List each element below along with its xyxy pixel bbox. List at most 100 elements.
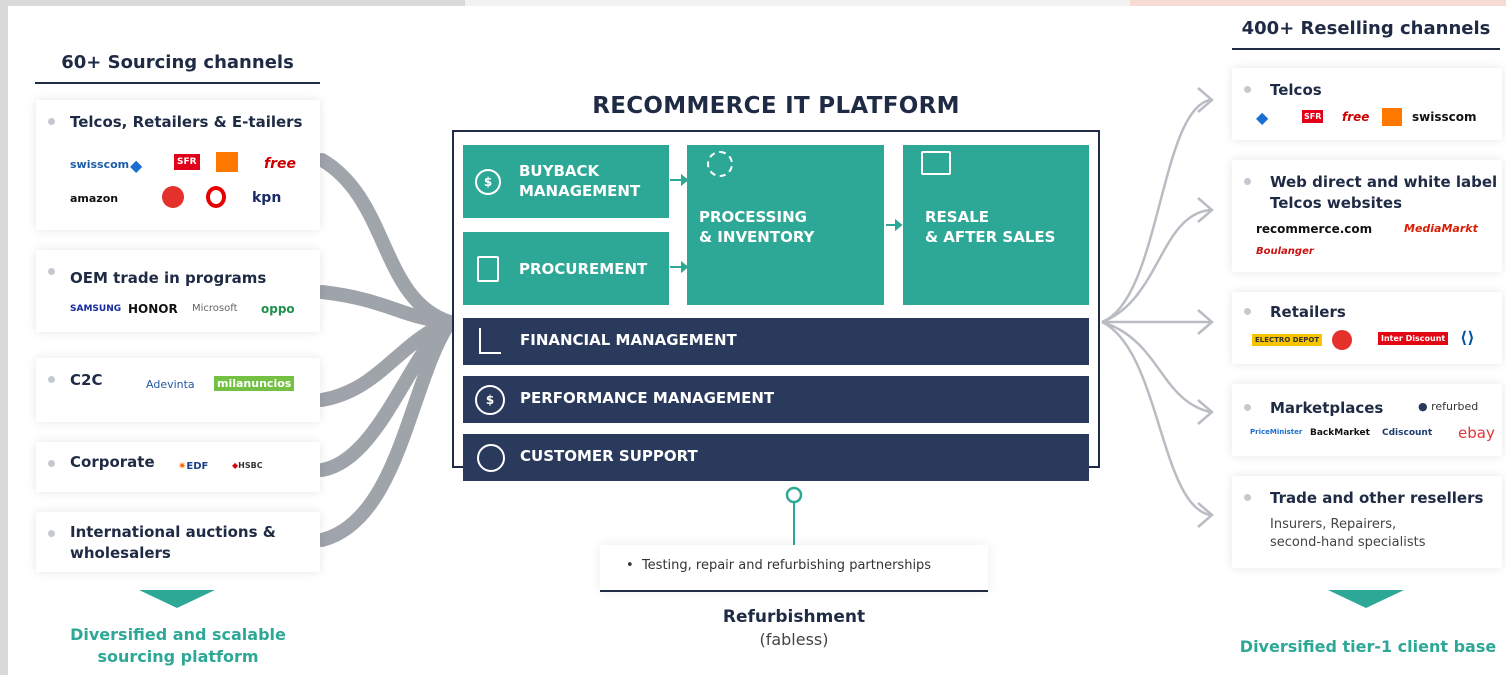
logo-b-icon [162, 186, 184, 208]
support-icon [477, 444, 505, 472]
financial-label: FINANCIAL MANAGEMENT [520, 331, 737, 349]
logo-cdiscount: Cdiscount [1382, 428, 1433, 438]
logo-oppo: oppo [261, 302, 295, 316]
flow-curve-telcos [315, 153, 457, 329]
reselling-footer: Diversified tier-1 client base [1239, 637, 1497, 656]
refurb-connector [785, 486, 803, 545]
logo-bouygues: ◆ [130, 156, 143, 175]
card-oem: OEM trade in programs SAMSUNG HONOR Micr… [36, 250, 320, 332]
procurement-label: PROCUREMENT [519, 260, 648, 278]
flow-line-marketplaces [1101, 320, 1211, 414]
logo-samsung: SAMSUNG [70, 304, 122, 314]
bullet-icon [48, 460, 55, 467]
procurement-icon [477, 256, 499, 282]
down-triangle-icon [1328, 590, 1404, 608]
down-triangle-icon [139, 590, 215, 608]
bullet-icon [48, 118, 55, 125]
processing-label: PROCESSING& INVENTORY [699, 208, 815, 246]
gear-icon [707, 151, 733, 177]
card-title: International auctions & wholesalers [70, 523, 276, 562]
module-procurement: PROCUREMENT [463, 232, 669, 305]
performance-label: PERFORMANCE MANAGEMENT [520, 389, 775, 407]
flow-line-telcos [1101, 98, 1211, 324]
network-icon [921, 151, 951, 175]
refurb-box: • Testing, repair and refurbishing partn… [600, 545, 988, 591]
logo-bouygues: ◆ [1256, 108, 1269, 127]
logo-b-icon [1332, 330, 1352, 350]
reselling-title: 400+ Reselling channels [1241, 18, 1491, 39]
customer-label: CUSTOMER SUPPORT [520, 447, 698, 465]
bullet-icon [1244, 308, 1251, 315]
resale-label: RESALE& AFTER SALES [925, 208, 1056, 246]
bullet-icon [1244, 178, 1251, 185]
card-telcos-retailers: Telcos, Retailers & E-tailers swisscom ◆… [36, 100, 320, 230]
performance-icon: $ [475, 385, 505, 415]
band-customer: CUSTOMER SUPPORT [463, 434, 1089, 481]
card-retailers: Retailers ELECTRO DEPOT Inter Discount ⟨… [1232, 292, 1502, 364]
card-title: Retailers [1270, 303, 1346, 321]
module-processing: PROCESSING& INVENTORY [687, 145, 884, 305]
logo-carrefour: ⟨⟩ [1460, 328, 1475, 347]
card-title: Trade and other resellers [1270, 489, 1484, 507]
card-corporate: Corporate ✷EDF ◆HSBC [36, 442, 320, 492]
bullet-icon [48, 376, 55, 383]
refurb-title: Refurbishment [722, 607, 866, 627]
flow-line-trade [1101, 320, 1211, 517]
frame-border-top-left [0, 0, 465, 6]
logo-free: free [264, 156, 296, 172]
chart-icon [479, 328, 501, 354]
logo-hsbc: ◆HSBC [232, 461, 263, 470]
card-c2c: C2C Adevinta milanuncios [36, 358, 320, 422]
logo-boulanger: Boulanger [1256, 246, 1314, 257]
flow-line-web [1101, 208, 1211, 324]
band-financial: FINANCIAL MANAGEMENT [463, 318, 1089, 365]
logo-sfr: SFR [1302, 110, 1324, 123]
card-trade-resellers: Trade and other resellers Insurers, Repa… [1232, 476, 1502, 568]
logo-swisscom: swisscom [70, 158, 130, 171]
card-telcos: Telcos ◆ SFR free swisscom [1232, 68, 1502, 140]
logo-orange [1382, 108, 1402, 126]
logo-interdiscount: Inter Discount [1378, 332, 1449, 345]
band-performance: $ PERFORMANCE MANAGEMENT [463, 376, 1089, 423]
logo-sfr: SFR [174, 154, 200, 170]
flow-curve-auctions [315, 315, 457, 547]
logo-refurbed: ● refurbed [1418, 400, 1479, 413]
logo-electro-depot: ELECTRO DEPOT [1252, 334, 1323, 346]
sourcing-title: 60+ Sourcing channels [61, 52, 294, 73]
frame-border-left [0, 0, 8, 675]
buyback-icon: $ [475, 169, 501, 195]
refurb-underline [600, 590, 988, 592]
trade-description: Insurers, Repairers,second-hand speciali… [1270, 517, 1426, 550]
module-arrows [670, 173, 903, 274]
platform-title: RECOMMERCE IT PLATFORM [592, 93, 960, 119]
logo-ebay: ebay [1458, 424, 1495, 442]
card-title: OEM trade in programs [70, 269, 267, 287]
logo-adevinta: Adevinta [146, 378, 195, 391]
card-auctions: International auctions & wholesalers [36, 512, 320, 572]
logo-mediamarkt: MediaMarkt [1404, 222, 1478, 235]
logo-amazon: amazon [70, 192, 119, 205]
bullet-icon [48, 530, 55, 537]
logo-milanuncios: milanuncios [214, 376, 295, 391]
logo-swisscom: swisscom [1412, 110, 1477, 124]
logo-kpn: kpn [252, 190, 282, 206]
refurb-subtitle: (fabless) [759, 630, 829, 649]
card-title: Telcos [1270, 81, 1322, 99]
logo-orange [216, 152, 238, 172]
logo-recommerce: recommerce.com [1256, 222, 1373, 236]
card-marketplaces: Marketplaces ● refurbed PriceMinister Ba… [1232, 384, 1502, 456]
logo-honor: HONOR [128, 302, 178, 316]
logo-vodafone-icon [206, 186, 226, 208]
card-title: C2C [70, 371, 103, 389]
logo-edf: ✷EDF [178, 461, 209, 472]
logo-microsoft: Microsoft [192, 303, 238, 314]
flow-curve-oem [315, 285, 457, 329]
reselling-underline [1232, 48, 1500, 50]
logo-priceminister: PriceMinister [1250, 428, 1303, 436]
